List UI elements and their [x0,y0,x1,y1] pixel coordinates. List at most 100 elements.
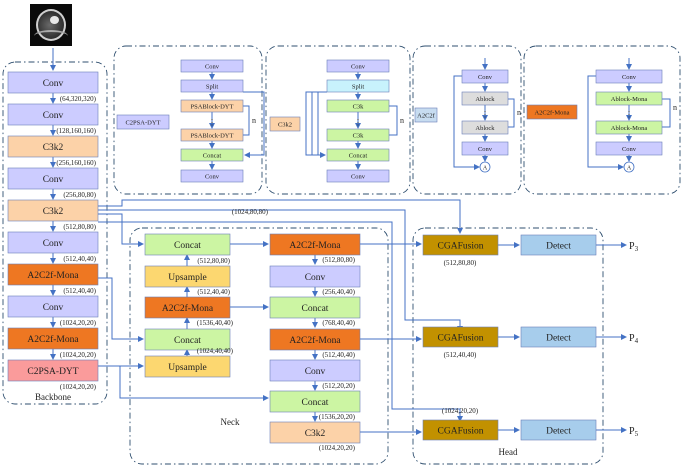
a2c2f-mona-module-panel [523,45,681,195]
neck-right-shape-label-3: (768,40,40) [322,319,355,327]
c3k2-module-repeat-bracket [389,105,398,136]
c3k2-module-tag: C3k2 [269,116,301,132]
c3k2-module-block-4-label: C3k [353,132,365,139]
a2c2f-module-repeat-label: n [517,108,521,117]
a2c2f-mona-module-repeat-label: n [673,103,677,112]
backbone-shape-label-3: (256,160,160) [56,159,96,167]
head-cgafusion-block-1: CGAFusion [422,234,499,256]
backbone-panel [2,61,108,405]
c3k2-module-bypass-3 [317,91,327,155]
backbone-shape-label-9: (1024,20,20) [60,351,97,359]
output-label-p3: P3 [629,241,639,253]
a2c2f-module-block-2-label: Ablock [475,96,495,103]
head-detect-block-3: Detect [520,419,597,441]
c2psa-dyt-module-block-2-label: Split [206,83,218,90]
c3k2-module-block-2: Split [326,79,390,93]
backbone-conv-block-4-label: Conv [43,175,64,185]
neck-left-a2c2f-mona-block-3: A2C2f-Mona [144,296,231,319]
c3k2-module-block-6: Conv [326,169,390,183]
a2c2f-mona-module-ellipsis: ⋮ [625,110,633,119]
a2c2f-module-block-1-label: Conv [478,74,493,81]
neck-left-concat-block-4-label: Concat [174,336,201,346]
neck-left-shape-label-3: (512,40,40) [197,288,230,296]
neck-right-conv-block-2-label: Conv [305,273,326,283]
neck-right-a2c2f-mona-block-4: A2C2f-Mona [269,328,361,351]
a2c2f-mona-module-add-node: A [623,161,635,173]
neck-left-shape-label-4: (1536,40,40) [197,319,234,327]
neck-left-upsample-block-5-label: Upsample [168,363,207,373]
c3k2-module-block-3-label: C3k [353,103,365,110]
neck-left-shape-label-1: (1024,80,80) [232,208,269,216]
neck-right-shape-label-4: (512,40,40) [322,351,355,359]
a2c2f-mona-module-tag-label: A2C2f-Mona [534,109,569,116]
head-cgafusion-block-3: CGAFusion [422,419,499,441]
head-cgafusion-block-3-label: CGAFusion [438,426,484,436]
c3k2-module-block-5-label: Concat [349,152,368,159]
a2c2f-module-add-node: A [479,161,491,173]
c2psa-dyt-module-block-1-label: Conv [205,63,220,70]
output-label-p5: P5 [629,426,639,438]
backbone-conv-block-1: Conv [7,71,99,94]
a2c2f-mona-module-repeat-bracket [662,98,671,128]
a2c2f-module-repeat-bracket [508,98,515,128]
neck-left-a2c2f-mona-block-3-label: A2C2f-Mona [162,303,214,314]
neck-right-shape-label-7: (1024,20,20) [319,444,356,452]
head-cgafusion-block-2: CGAFusion [422,326,499,348]
a2c2f-module-ellipsis: ⋮ [481,110,489,119]
c2psa-dyt-module-block-1: Conv [180,59,244,73]
c2psa-dyt-module-block-6-label: Conv [205,173,220,180]
head-detect-block-2-label: Detect [546,333,571,343]
c3k2-module-block-5: Concat [326,148,390,162]
backbone-c3k2-block-5: C3k2 [7,199,99,222]
c3k2-module-repeat-label: n [400,116,404,125]
neck-left-concat-block-1: Concat [144,233,231,256]
svg-text:A: A [627,166,632,172]
a2c2f-module-block-3-label: Ablock [475,125,495,132]
backbone-c3k2-block-3: C3k2 [7,135,99,158]
backbone-c3k2-block-5-label: C3k2 [43,207,64,217]
neck-left-shape-label-2: (512,80,80) [197,257,230,265]
backbone-c3k2-to-neck-concat1-arrow [98,213,144,247]
c3k2-module-ellipsis: ⋮ [354,118,362,127]
backbone-shape-label-6: (512,40,40) [63,255,96,263]
a2c2f-mona-module-block-4: Conv [595,141,663,156]
c3k2-module-block-2-label: Split [352,83,364,90]
a2c2f-module-block-3: Ablock [461,120,509,135]
c3k2-module-block-4: C3k [326,128,390,142]
head-detect-block-3-label: Detect [546,426,571,436]
c2psa-to-cga3-top-arrow [98,221,463,422]
backbone-a2c2f-mona-block-9: A2C2f-Mona [7,327,99,350]
c2psa-module-bypass [243,91,265,158]
a2c2f-mona-module-residual-arrow [587,75,624,170]
neck-right-conv-block-5: Conv [269,359,361,382]
backbone-c3k2-block-3-label: C3k2 [43,143,64,153]
head-cgafusion-block-2-label: CGAFusion [438,333,484,343]
neck-label: Neck [221,417,240,427]
head-detect-block-1: Detect [520,234,597,256]
backbone-conv-block-6-label: Conv [43,239,64,249]
a2c2f-module-block-2: Ablock [461,91,509,106]
head-cga-shape-label-2: (512,40,40) [444,351,477,359]
neck-right-shape-label-2: (256,40,40) [322,288,355,296]
backbone-conv-block-6: Conv [7,231,99,254]
head-cgafusion-block-1-label: CGAFusion [438,241,484,251]
neck-left-upsample-block-2-label: Upsample [168,273,207,283]
backbone-shape-label-7: (512,40,40) [63,287,96,295]
c2psa-to-neck-concat3-arrow [119,366,269,401]
neck-left-concat-block-1-label: Concat [174,241,201,251]
backbone-conv-block-8-label: Conv [43,303,64,313]
c3k2-module-bypass-2 [311,91,327,155]
backbone-shape-label-10: (1024,20,20) [60,383,97,391]
neck-right-c3k2-block-7-label: C3k2 [305,429,326,439]
neck-left-shape-label-5: (1024,40,40) [197,347,234,355]
head-cga-shape-label-1: (512,80,80) [444,259,477,267]
c2psa-dyt-module-block-4: PSABlock-DYT [180,128,244,142]
a2c2f-mona-module-tag: A2C2f-Mona [526,104,578,120]
backbone-conv-block-2: Conv [7,103,99,126]
backbone-a2c2f-mona-block-9-label: A2C2f-Mona [27,334,79,345]
backbone-shape-label-1: (64,320,320) [60,95,97,103]
neck-right-a2c2f-mona-block-4-label: A2C2f-Mona [289,335,341,346]
a2c2f-module-tag: A2C2f [414,107,438,123]
head-detect-block-2: Detect [520,326,597,348]
